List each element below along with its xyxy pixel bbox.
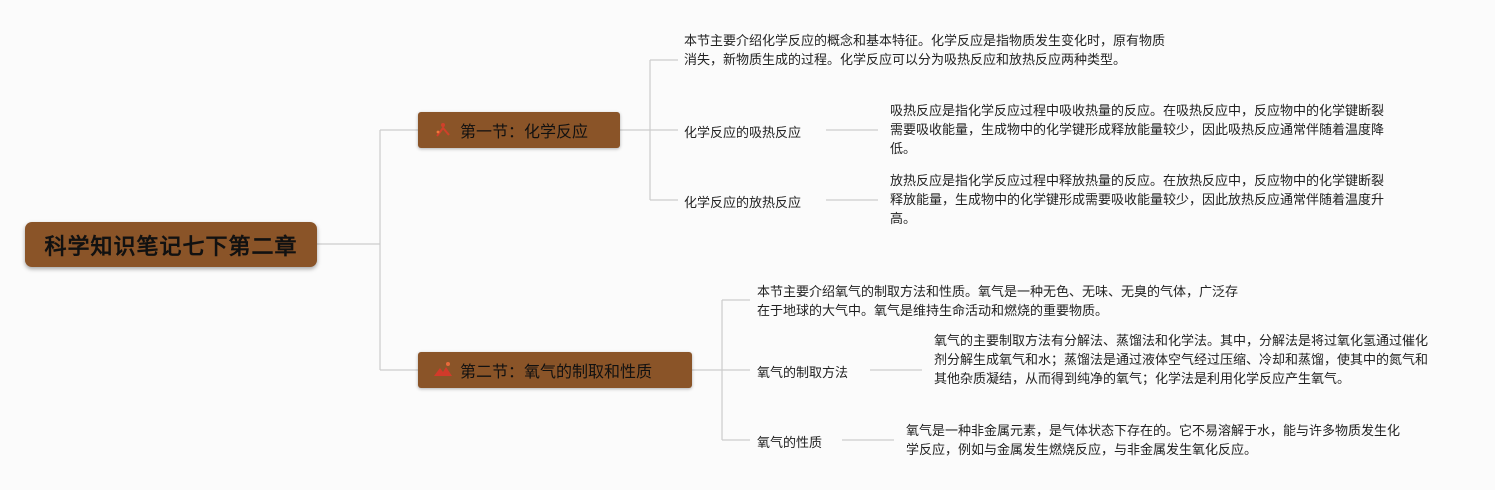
topic-label-preparation[interactable]: 氧气的制取方法 <box>757 366 849 381</box>
connector-sec1 <box>620 59 678 201</box>
topic-label-endothermic[interactable]: 化学反应的吸热反应 <box>684 126 802 141</box>
section-title-2: 第二节：氧气的制取和性质 <box>460 362 653 381</box>
mountain-icon <box>432 359 454 381</box>
topic-text-exothermic: 放热反应是指化学反应过程中释放热量的反应。在放热反应中，反应物中的化学键断裂释放… <box>890 174 1385 227</box>
topic-text-properties: 氧气是一种非金属元素，是气体状态下存在的。它不易溶解于水，能与许多物质发生化学反… <box>906 424 1401 458</box>
topic-label-properties[interactable]: 氧气的性质 <box>757 436 823 451</box>
section-title-1: 第一节：化学反应 <box>460 122 589 141</box>
section-intro-2: 本节主要介绍氧气的制取方法和性质。氧气是一种无色、无味、无臭的气体，广泛存在于地… <box>757 285 1239 319</box>
topic-text-endothermic: 吸热反应是指化学反应过程中吸收热量的反应。在吸热反应中，反应物中的化学键断裂需要… <box>890 104 1385 157</box>
section-node-1[interactable]: 第一节：化学反应 <box>418 112 620 148</box>
root-title: 科学知识笔记七下第二章 <box>44 234 298 260</box>
topic-label-exothermic[interactable]: 化学反应的放热反应 <box>684 196 802 211</box>
reaction-icon <box>432 119 454 141</box>
connector-sec2 <box>692 299 750 441</box>
root-node[interactable]: 科学知识笔记七下第二章 <box>25 222 317 267</box>
section-node-2[interactable]: 第二节：氧气的制取和性质 <box>418 352 692 388</box>
connector-root <box>317 129 418 371</box>
topic-text-preparation: 氧气的主要制取方法有分解法、蒸馏法和化学法。其中，分解法是将过氧化氢通过催化剂分… <box>934 334 1429 387</box>
section-intro-1: 本节主要介绍化学反应的概念和基本特征。化学反应是指物质发生变化时，原有物质消失，… <box>684 34 1166 68</box>
